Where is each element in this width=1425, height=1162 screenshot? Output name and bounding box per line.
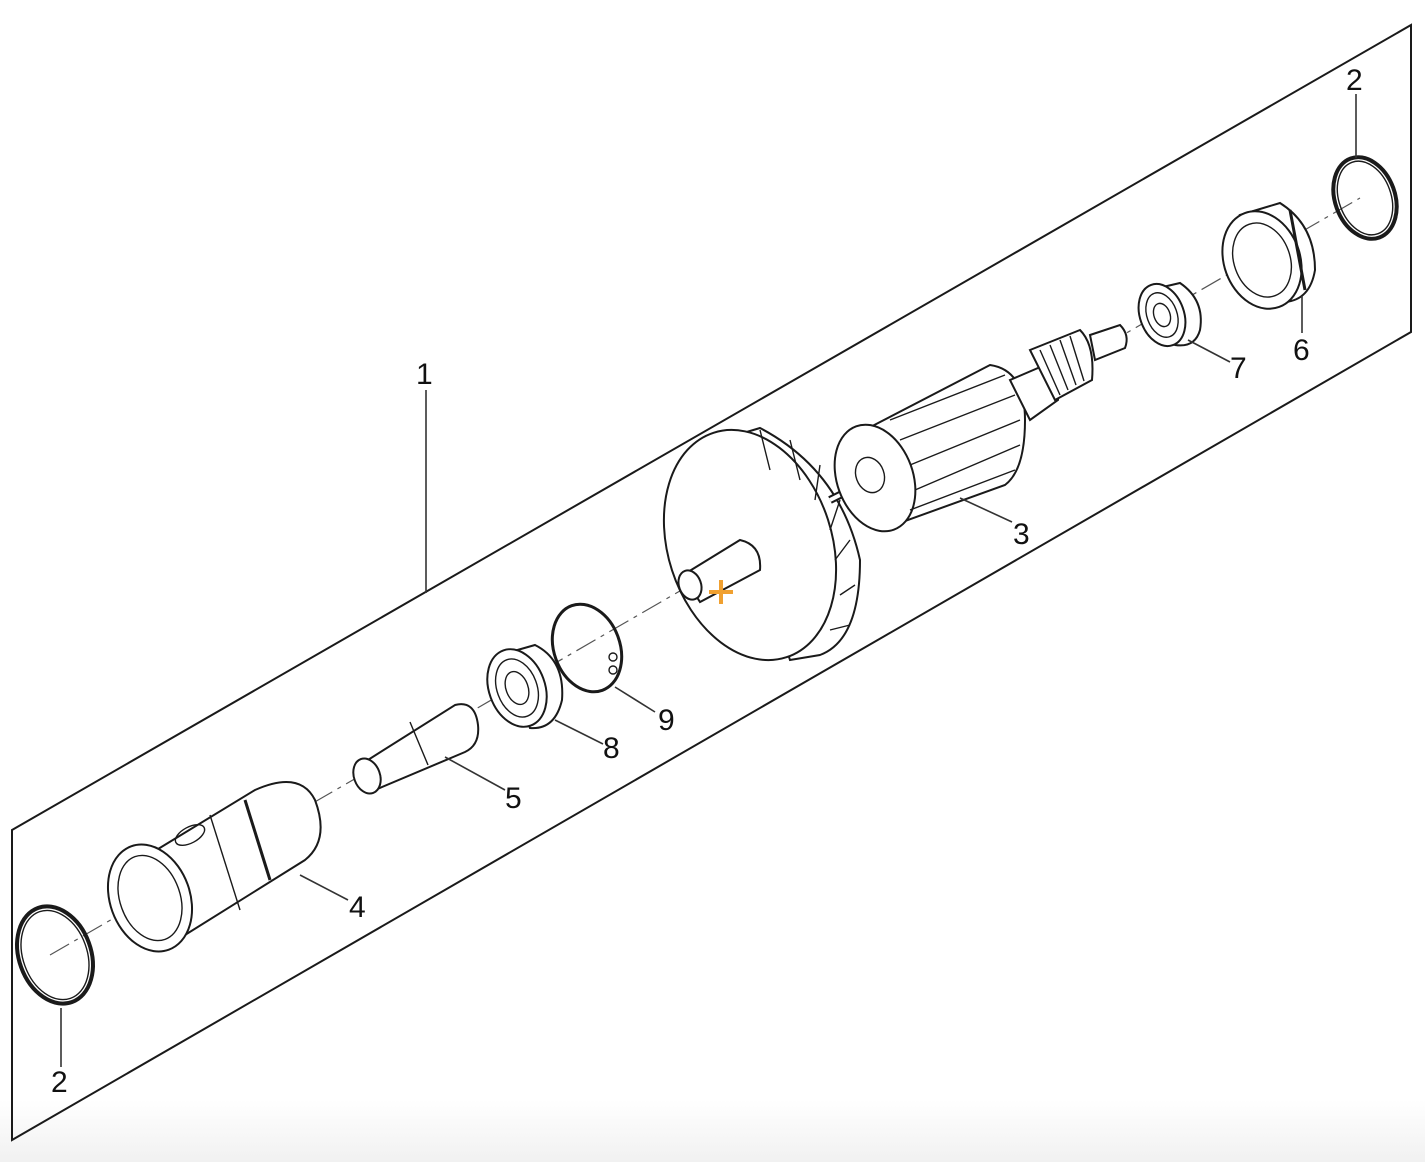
assembly-frame	[11, 23, 1412, 1142]
cursor-crosshair-icon	[709, 580, 733, 604]
callout-9: 9	[658, 704, 675, 737]
fan-impeller[interactable]	[636, 407, 865, 682]
callout-7: 7	[1230, 352, 1247, 385]
callout-3: 3	[1013, 518, 1030, 551]
callout-6: 6	[1293, 334, 1310, 367]
callout-2-top: 2	[1346, 64, 1363, 97]
housing-sleeve[interactable]	[94, 781, 322, 963]
o-ring-bottom[interactable]	[4, 896, 106, 1015]
spline-coupling[interactable]	[349, 703, 480, 797]
retaining-ring[interactable]	[541, 594, 634, 701]
callout-labels: 1 2 2 3 4 5 6 7 8 9	[51, 64, 1363, 1099]
ball-bearing-8[interactable]	[477, 641, 564, 735]
leader-lines	[60, 94, 1357, 1067]
callout-4: 4	[349, 891, 366, 924]
callout-2-bottom: 2	[51, 1066, 68, 1099]
armature[interactable]	[820, 323, 1128, 543]
callout-8: 8	[603, 732, 620, 765]
callout-1: 1	[416, 358, 433, 391]
callout-5: 5	[505, 782, 522, 815]
ball-bearing-7[interactable]	[1130, 277, 1202, 352]
o-ring-top[interactable]	[1322, 148, 1407, 247]
bearing-holder[interactable]	[1209, 200, 1317, 320]
